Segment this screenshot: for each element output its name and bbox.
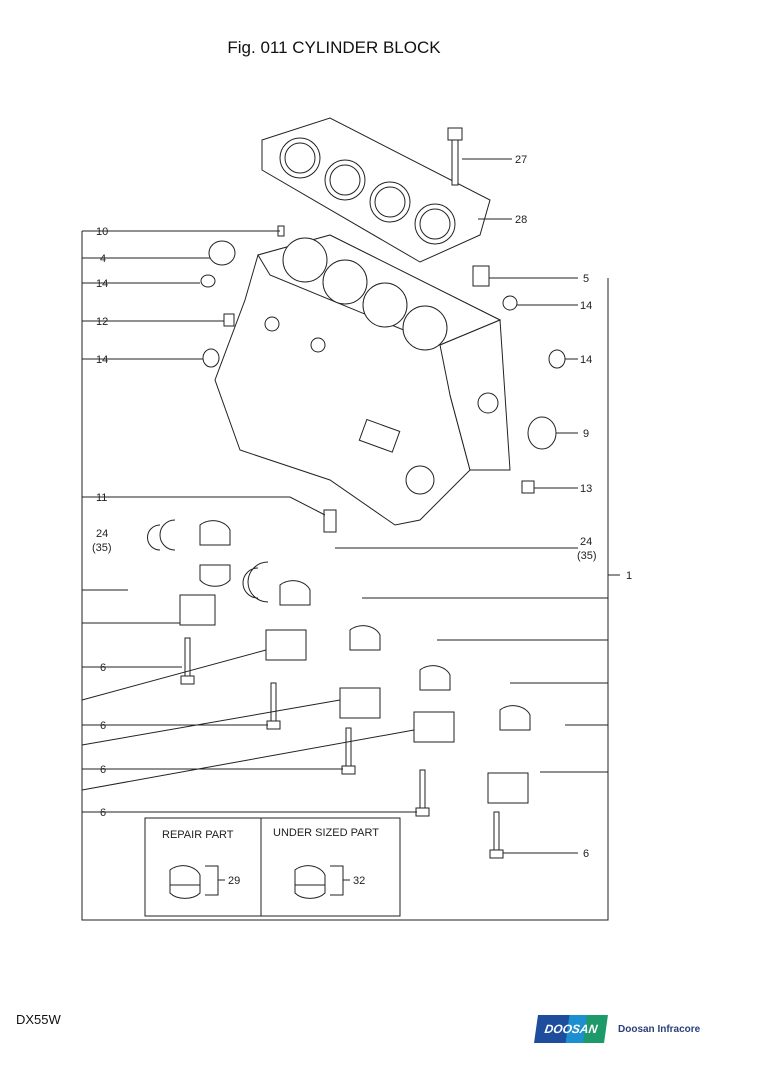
callout-12: 12 — [96, 316, 108, 328]
inset-box: REPAIR PART UNDER SIZED PART 29 32 — [144, 817, 401, 917]
doosan-logo-mark: DOOSAN — [534, 1015, 608, 1043]
head-bolt — [447, 127, 463, 186]
callout-6: 6 — [100, 807, 106, 819]
callout-1: 1 — [626, 570, 632, 582]
callout-11: 11 — [96, 492, 107, 504]
callout-27: 27 — [515, 154, 527, 166]
small-parts — [200, 225, 566, 533]
model-label: DX55W — [16, 1012, 61, 1027]
doosan-logo: DOOSAN Doosan Infracore — [534, 1015, 701, 1043]
callout-6: 6 — [100, 662, 106, 674]
callouts-left: 10 4 14 12 14 11 24 (35) 6 6 6 6 — [92, 226, 112, 819]
undersized-part-number: 32 — [353, 875, 365, 887]
callout-35: (35) — [577, 550, 597, 562]
repair-part-label: REPAIR PART — [162, 829, 234, 841]
callout-35: (35) — [92, 542, 112, 554]
callout-6: 6 — [100, 764, 106, 776]
callout-24: 24 — [580, 536, 592, 548]
repair-part-number: 29 — [228, 875, 240, 887]
callout-4: 4 — [100, 253, 106, 265]
callout-28: 28 — [515, 214, 527, 226]
callouts-right: 27 28 5 14 14 9 13 24 (35) 1 6 — [515, 154, 632, 860]
callout-5: 5 — [583, 273, 589, 285]
leader-lines — [81, 158, 620, 854]
callout-9: 9 — [583, 428, 589, 440]
callout-6: 6 — [100, 720, 106, 732]
undersized-part-label: UNDER SIZED PART — [273, 827, 379, 839]
callout-14: 14 — [580, 354, 592, 366]
brand-name: Doosan Infracore — [618, 1023, 701, 1035]
callout-13: 13 — [580, 483, 592, 495]
callout-10: 10 — [96, 226, 108, 238]
callout-14: 14 — [96, 278, 108, 290]
head-gasket — [261, 117, 491, 263]
callout-14: 14 — [96, 354, 108, 366]
engine-block — [214, 234, 511, 526]
callout-6: 6 — [583, 848, 589, 860]
callout-frame — [81, 230, 609, 921]
callout-24: 24 — [96, 528, 108, 540]
figure-title: Fig. 011 CYLINDER BLOCK — [227, 38, 441, 57]
callout-14: 14 — [580, 300, 592, 312]
main-bearings — [147, 519, 531, 859]
